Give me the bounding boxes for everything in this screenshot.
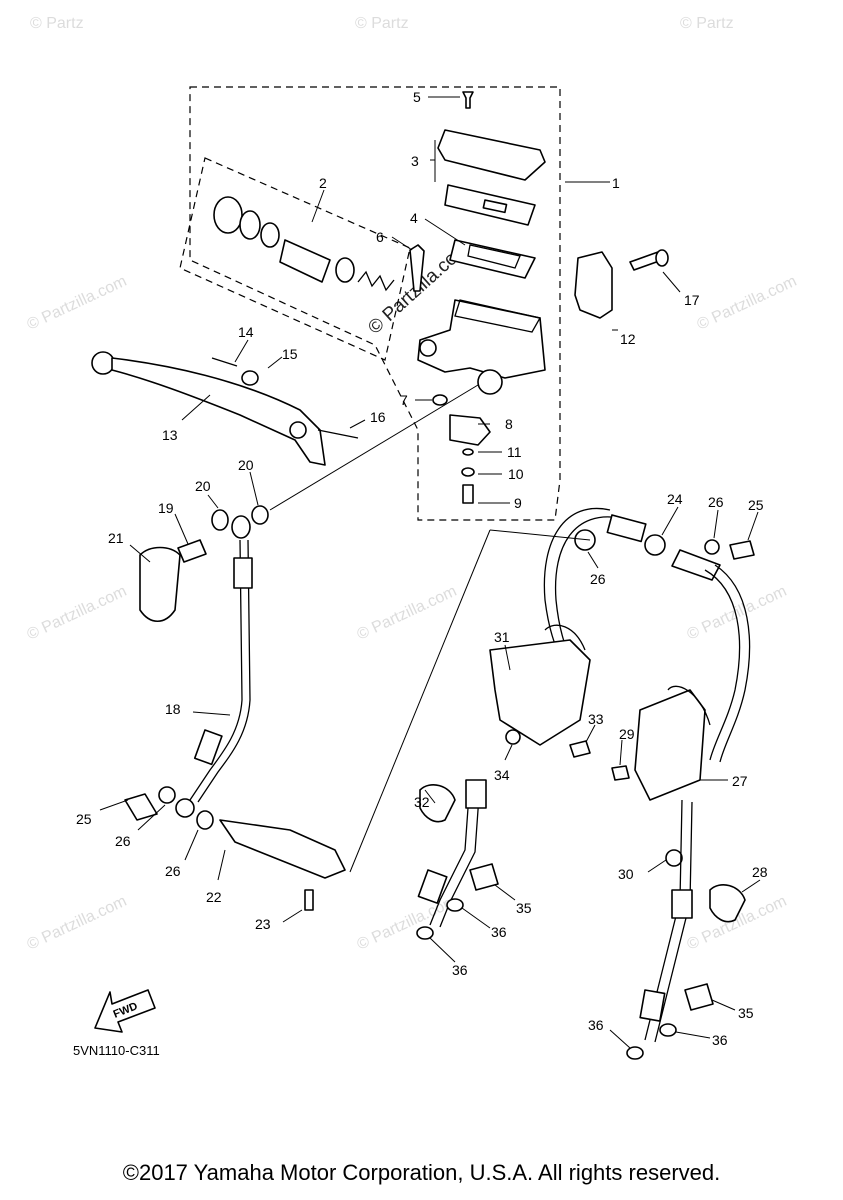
callout-35: 35 bbox=[738, 1005, 754, 1021]
handlebar-clamp bbox=[574, 249, 669, 319]
callout-9: 9 bbox=[514, 495, 522, 511]
callout-1: 1 bbox=[612, 175, 620, 191]
callout-26: 26 bbox=[115, 833, 131, 849]
callout-36: 36 bbox=[452, 962, 468, 978]
piston-kit bbox=[213, 196, 395, 292]
callout-23: 23 bbox=[255, 916, 271, 932]
callout-10: 10 bbox=[508, 466, 524, 482]
watermark: © Partz bbox=[355, 15, 409, 32]
watermark: © Partzilla.com bbox=[25, 893, 130, 954]
watermark: © Partz bbox=[680, 15, 734, 32]
callout-26: 26 bbox=[590, 571, 606, 587]
callout-15: 15 bbox=[282, 346, 298, 362]
callout-21: 21 bbox=[108, 530, 124, 546]
copyright-notice: ©2017 Yamaha Motor Corporation, U.S.A. A… bbox=[122, 1160, 721, 1185]
front-brake-hose-left bbox=[124, 505, 346, 911]
callout-36: 36 bbox=[588, 1017, 604, 1033]
callout-11: 11 bbox=[507, 444, 522, 460]
watermark: © Partzilla.com bbox=[695, 273, 800, 334]
callout-32: 32 bbox=[414, 794, 430, 810]
watermark: © Partzilla.com bbox=[25, 273, 130, 334]
callout-7: 7 bbox=[400, 392, 408, 408]
callout-27: 27 bbox=[732, 773, 748, 789]
reservoir-cap-parts bbox=[437, 91, 546, 279]
callout-18: 18 bbox=[165, 701, 181, 717]
callout-3: 3 bbox=[411, 153, 419, 169]
brake-switch bbox=[432, 394, 491, 504]
callout-20: 20 bbox=[238, 457, 254, 473]
diagram-code: 5VN1110-C311 bbox=[73, 1043, 160, 1058]
piston-kit-boundary bbox=[179, 157, 411, 361]
callout-12: 12 bbox=[620, 331, 636, 347]
callout-29: 29 bbox=[619, 726, 635, 742]
callout-35: 35 bbox=[516, 900, 532, 916]
callout-20: 20 bbox=[195, 478, 211, 494]
leader-lines bbox=[99, 96, 761, 1049]
callout-16: 16 bbox=[370, 409, 386, 425]
callout-8: 8 bbox=[505, 416, 513, 432]
callout-33: 33 bbox=[588, 711, 604, 727]
callout-14: 14 bbox=[238, 324, 254, 340]
watermark: © Partzilla.com bbox=[685, 583, 790, 644]
master-cylinder-body bbox=[409, 244, 546, 395]
callout-labels: 1 2 3 4 5 6 7 8 9 10 11 12 13 14 15 16 1… bbox=[76, 89, 768, 1048]
callout-2: 2 bbox=[319, 175, 327, 191]
callout-28: 28 bbox=[752, 864, 768, 880]
callout-25: 25 bbox=[76, 811, 92, 827]
callout-19: 19 bbox=[158, 500, 174, 516]
front-brake-hose-right bbox=[416, 507, 755, 1060]
watermark: © Partzilla.com bbox=[355, 893, 460, 954]
callout-25: 25 bbox=[748, 497, 764, 513]
master-cylinder-assembly-boundary bbox=[189, 86, 561, 521]
fwd-arrow: FWD bbox=[94, 989, 156, 1033]
callout-22: 22 bbox=[206, 889, 222, 905]
callout-4: 4 bbox=[410, 210, 418, 226]
callout-31: 31 bbox=[494, 629, 510, 645]
callout-26: 26 bbox=[708, 494, 724, 510]
callout-34: 34 bbox=[494, 767, 510, 783]
callout-26: 26 bbox=[165, 863, 181, 879]
watermark: © Partzilla.com bbox=[355, 583, 460, 644]
callout-24: 24 bbox=[667, 491, 683, 507]
callout-30: 30 bbox=[618, 866, 634, 882]
watermark: © Partzilla.com bbox=[25, 583, 130, 644]
callout-6: 6 bbox=[376, 229, 384, 245]
callout-17: 17 bbox=[684, 292, 700, 308]
brake-lever bbox=[91, 351, 359, 466]
watermark: © Partz bbox=[30, 15, 84, 32]
assembly-boundaries bbox=[179, 86, 561, 521]
callout-36: 36 bbox=[712, 1032, 728, 1048]
callout-5: 5 bbox=[413, 89, 421, 105]
callout-36: 36 bbox=[491, 924, 507, 940]
callout-13: 13 bbox=[162, 427, 178, 443]
